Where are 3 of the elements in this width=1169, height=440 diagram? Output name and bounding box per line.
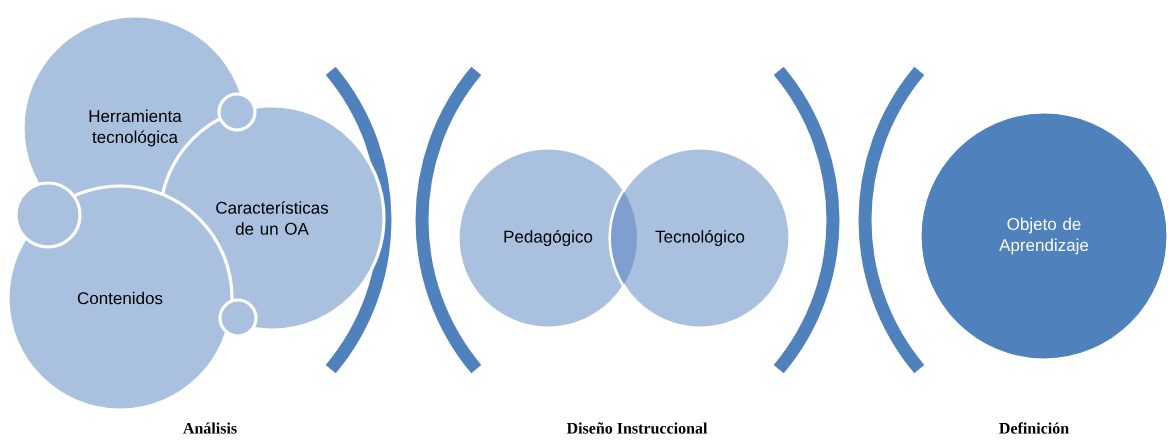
stage-label: Diseño Instruccional [566,422,708,434]
stage-label: Definición [999,422,1069,434]
small-circle [217,92,257,132]
